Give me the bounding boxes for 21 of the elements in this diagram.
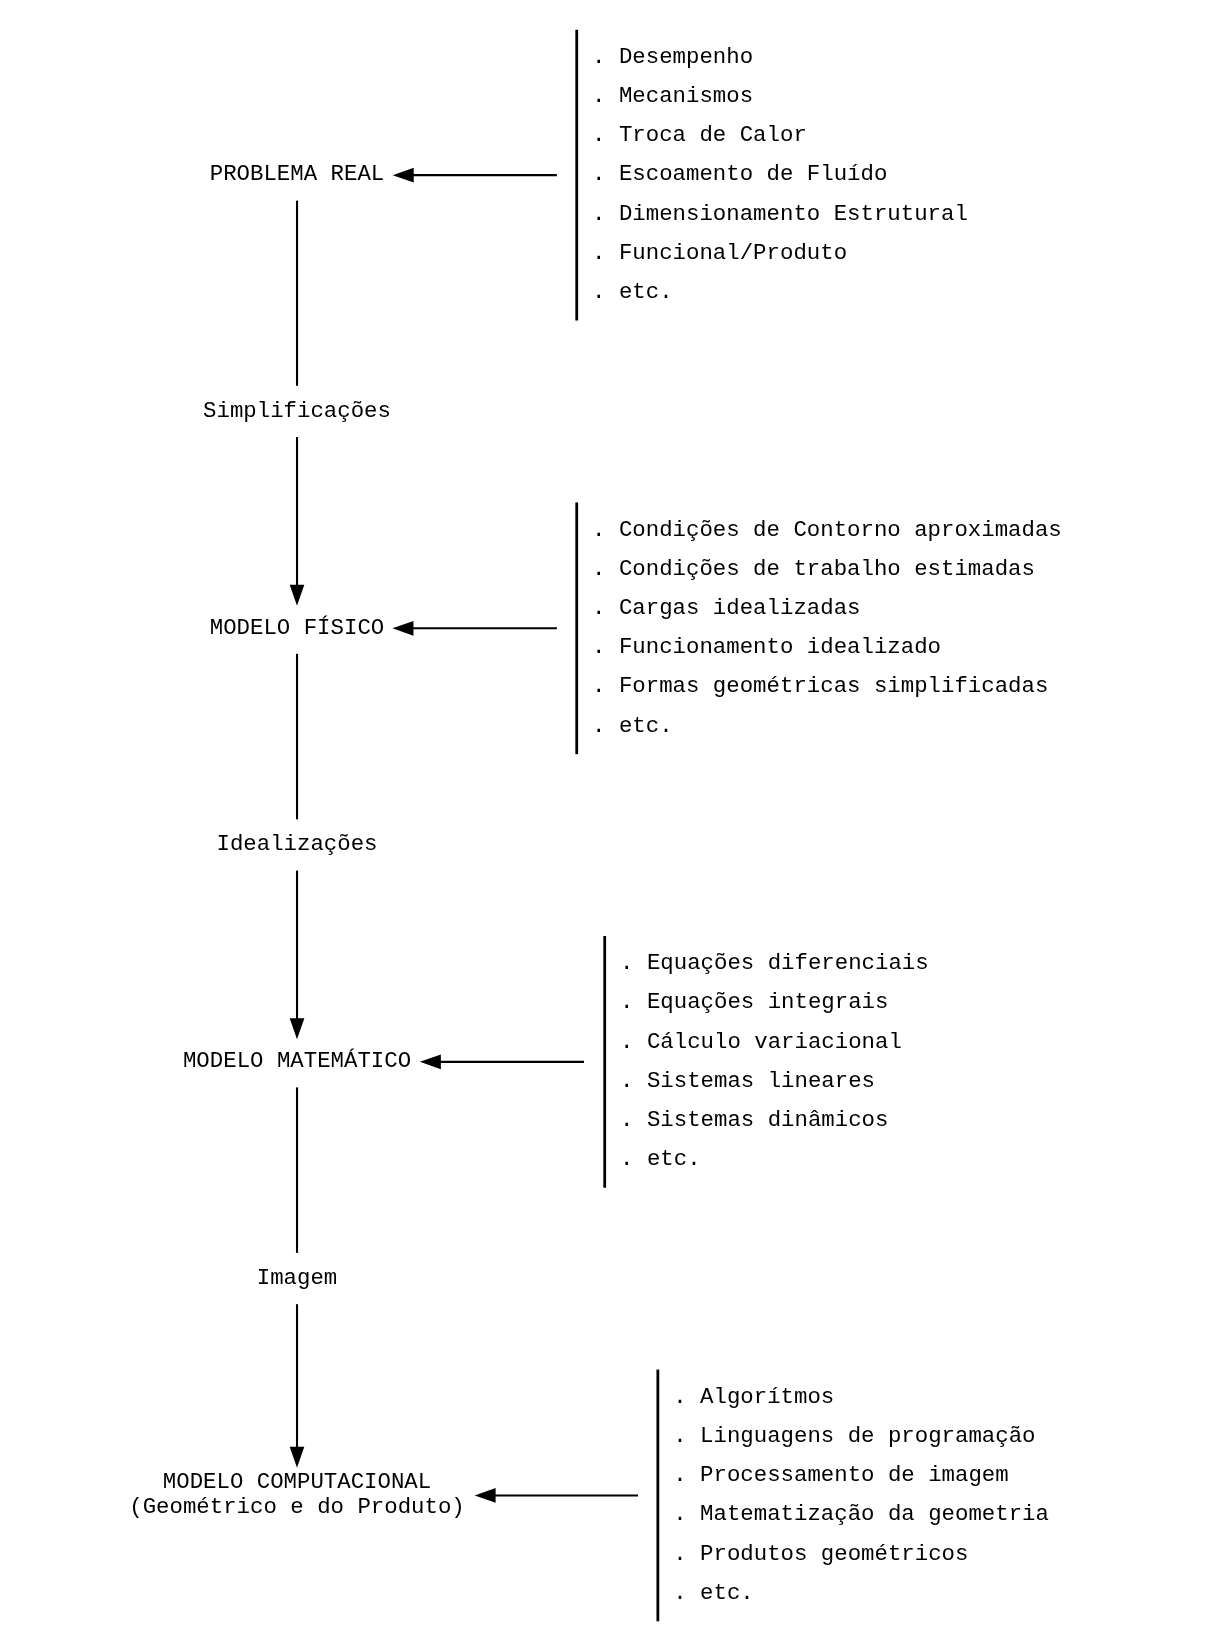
node-text: Simplificações <box>203 397 391 424</box>
node-text: MODELO FÍSICO <box>209 614 385 641</box>
arrow <box>474 1488 639 1503</box>
arrow <box>289 1304 305 1468</box>
node-text: . Condições de Contorno aproximadas . Condições de trabalho estimadas . Cargas idealizadas . Funcionamento idealizado . Formas geométricas simplificadas . etc. <box>592 516 1062 739</box>
node-text: Idealizações <box>216 831 378 858</box>
arrow <box>392 167 557 183</box>
arrow <box>419 1054 584 1070</box>
node-text: MODELO COMPUTACIONAL (Geométrico e do Produto) <box>129 1469 465 1521</box>
node-text: . Algorítmos . Linguagens de programação . Processamento de imagem . Matematização da geometria . Produtos geométricos . etc. <box>673 1383 1049 1606</box>
arrow <box>392 620 557 636</box>
arrow <box>289 437 305 606</box>
connector <box>295 653 299 820</box>
connector <box>295 1087 299 1253</box>
connector <box>295 200 299 386</box>
node-text: MODELO MATEMÁTICO <box>182 1048 412 1075</box>
arrow <box>289 870 305 1040</box>
node-text: PROBLEMA REAL <box>209 161 385 188</box>
node-text: . Equações diferenciais . Equações integrais . Cálculo variacional . Sistemas lineares . Sistemas dinâmicos . etc. <box>620 950 929 1173</box>
node-text: . Desempenho . Mecanismos . Troca de Calor . Escoamento de Fluído . Dimensionamento Estrutural . Funcional/Produto . etc. <box>592 43 968 305</box>
node-text: Imagem <box>256 1264 338 1291</box>
